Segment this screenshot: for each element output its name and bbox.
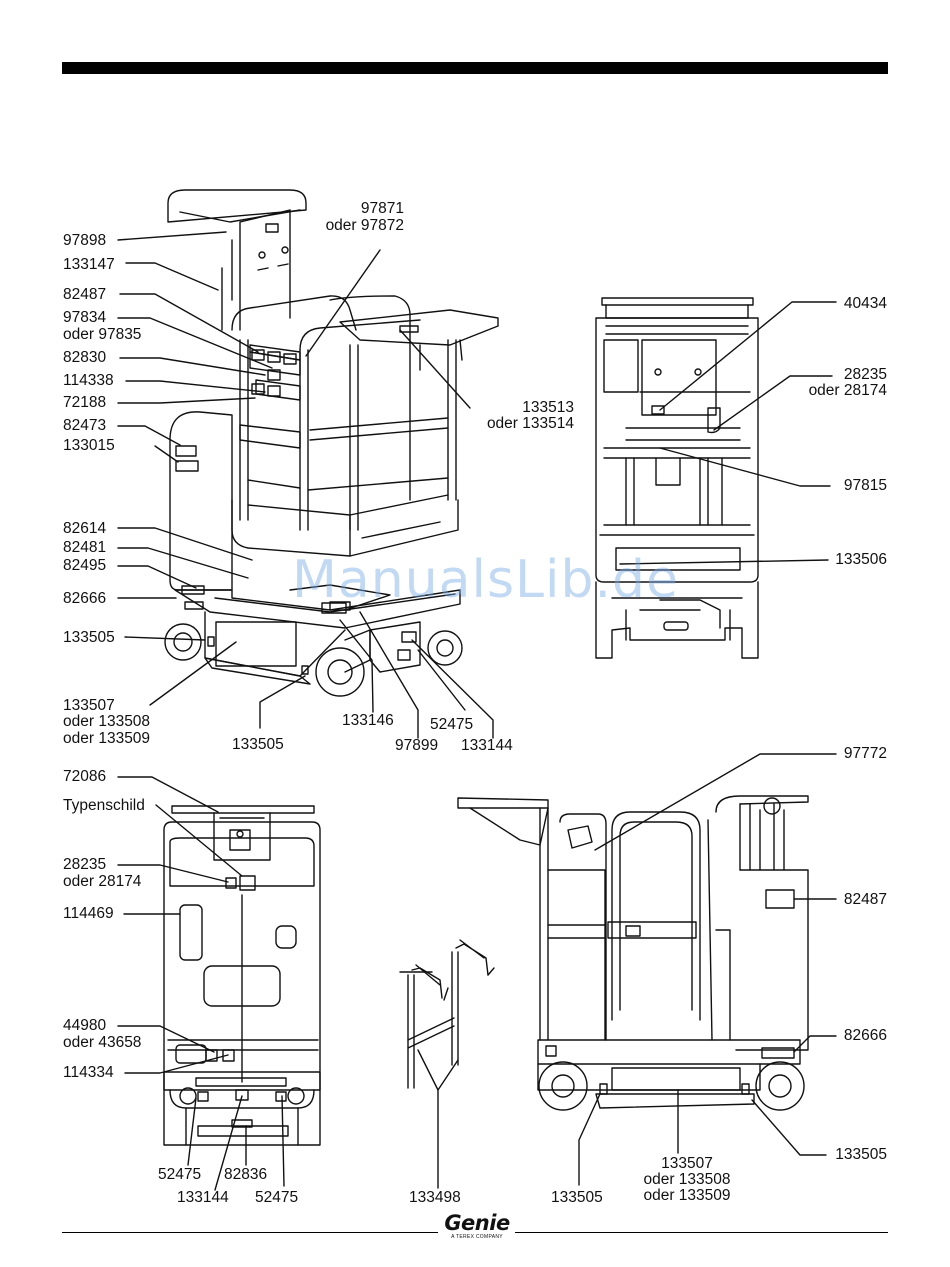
part-label-133147: 133147: [63, 256, 115, 273]
watermark: ManualsLib.de: [292, 550, 680, 610]
part-label-133505-b: 133505: [232, 736, 284, 753]
part-label-82473: 82473: [63, 417, 107, 434]
part-label-82666-b: 82666: [843, 1027, 887, 1044]
part-label-97772: 97772: [843, 745, 887, 762]
part-label-oder-133514: oder 133514: [486, 415, 574, 432]
part-label-114334: 114334: [63, 1064, 114, 1081]
machine-iso-view: [117, 189, 499, 739]
part-label-97834: 97834: [63, 309, 107, 326]
machine-side-view: [457, 753, 837, 1186]
part-label-72086: 72086: [63, 768, 107, 785]
part-label-oder-97835: oder 97835: [63, 326, 142, 343]
part-label-44980: 44980: [63, 1017, 107, 1034]
part-label-82666: 82666: [63, 590, 107, 607]
part-label-133015: 133015: [63, 437, 115, 454]
brand-name: Genie: [444, 1211, 510, 1235]
part-label-133513: 133513: [522, 399, 574, 416]
part-label-133144: 133144: [461, 737, 513, 754]
part-label-52475-c: 52475: [255, 1189, 299, 1206]
part-label-133144-b: 133144: [177, 1189, 229, 1206]
footer-rule-right: [515, 1232, 888, 1233]
part-label-52475-b: 52475: [158, 1166, 202, 1183]
machine-front-view: [595, 297, 837, 659]
part-label-133498: 133498: [409, 1189, 461, 1206]
part-label-28235-b: 28235: [63, 856, 107, 873]
part-label-133505: 133505: [63, 629, 115, 646]
part-label-97871: 97871: [360, 200, 404, 217]
part-label-82481: 82481: [63, 539, 107, 556]
part-label-oder-43658: oder 43658: [63, 1034, 142, 1051]
part-label-114338: 114338: [63, 372, 114, 389]
machine-rear-view: [117, 776, 321, 1191]
part-label-oder-133508: oder 133508: [63, 713, 151, 730]
part-label-82487: 82487: [63, 286, 107, 303]
part-label-typenschild: Typenschild: [63, 797, 145, 814]
part-label-133507: 133507: [63, 697, 115, 714]
part-label-133146: 133146: [342, 712, 394, 729]
part-label-82614: 82614: [63, 520, 107, 537]
part-label-133505-c: 133505: [835, 1146, 887, 1163]
footer-rule-left: [62, 1232, 438, 1233]
bracket-detail-view: [399, 939, 495, 1189]
part-label-82495: 82495: [63, 557, 107, 574]
part-label-52475: 52475: [430, 716, 474, 733]
part-label-oder-133509: oder 133509: [63, 730, 151, 747]
part-label-97899: 97899: [395, 737, 439, 754]
part-label-72188: 72188: [63, 394, 107, 411]
part-label-82487-b: 82487: [843, 891, 887, 908]
part-label-oder-28174: oder 28174: [808, 382, 887, 399]
part-label-114469: 114469: [63, 905, 114, 922]
part-label-133505-d: 133505: [551, 1189, 603, 1206]
header-rule: [62, 62, 888, 74]
part-label-oder-97872: oder 97872: [325, 217, 404, 234]
genie-logo: Genie A TEREX COMPANY: [440, 1212, 514, 1240]
part-label-28235: 28235: [843, 366, 887, 383]
part-label-oder-28174-b: oder 28174: [63, 873, 142, 890]
part-label-82836: 82836: [224, 1166, 268, 1183]
part-label-82830: 82830: [63, 349, 107, 366]
part-label-oder-133508-b: oder 133508: [643, 1171, 731, 1188]
part-label-97898: 97898: [63, 232, 107, 249]
part-label-40434: 40434: [843, 295, 887, 312]
part-label-133507-b: 133507: [661, 1155, 713, 1172]
brand-tagline: A TEREX COMPANY: [451, 1234, 503, 1240]
part-label-oder-133509-b: oder 133509: [643, 1187, 731, 1204]
part-label-97815: 97815: [843, 477, 887, 494]
part-label-133506: 133506: [835, 551, 887, 568]
